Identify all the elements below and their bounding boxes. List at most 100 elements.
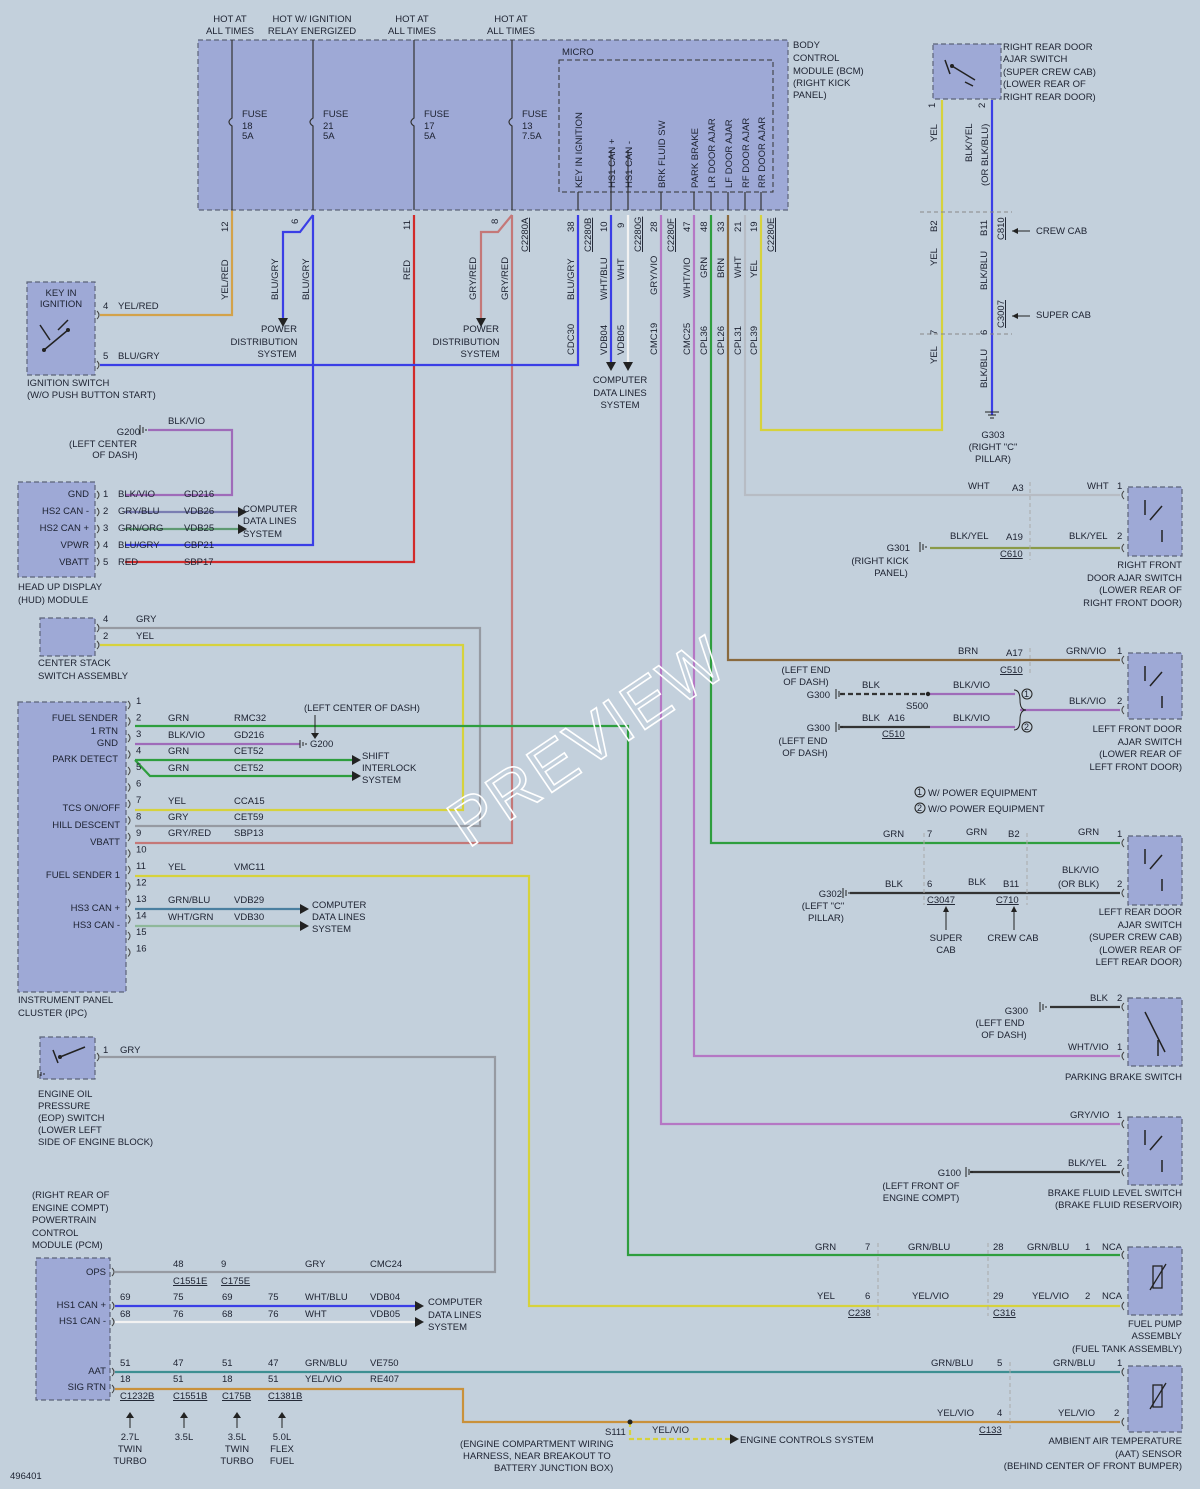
rr-yel-2: YEL xyxy=(929,248,940,266)
wire-blu-gry-hud xyxy=(125,215,315,547)
pcm-aat-0-4: GRN/BLU xyxy=(305,1358,347,1369)
lr-door-ajar-switch: GRN 7 GRN B2 GRN 1 BLK 6 BLK B11 BLK/VIO… xyxy=(802,827,1183,968)
lf-g300b-loc-1: (LEFT END xyxy=(779,736,828,747)
rr-crew: CREW CAB xyxy=(1036,226,1087,237)
bf-p2: 2 xyxy=(1117,1158,1122,1169)
bcm-pin-8: 8 xyxy=(490,219,501,224)
wire-wht-vio-pb xyxy=(692,215,1120,1058)
ckt-vdb04: VDB04 xyxy=(599,325,610,355)
lr-blkvio-1: BLK/VIO xyxy=(1062,865,1099,876)
conn-c2280g: C2280G xyxy=(633,217,644,252)
lr-name-2: AJAR SWITCH xyxy=(1118,920,1183,931)
aat-name-1: AMBIENT AIR TEMPERATURE xyxy=(1048,1436,1182,1447)
sig-key-in-ignition: KEY IN IGNITION xyxy=(574,112,585,188)
ipc-row-circuit-6: SBP13 xyxy=(234,828,264,839)
pcm-cdl-1: COMPUTER xyxy=(428,1297,483,1308)
hud-label-2: HS2 CAN + xyxy=(40,523,90,534)
ipc-row-wire-1: BLK/VIO xyxy=(168,730,205,741)
wires xyxy=(96,100,1125,1441)
css-wire-4: GRY xyxy=(136,614,157,625)
hot-label-4a: HOT AT xyxy=(494,14,528,25)
css-pin-4: 4 xyxy=(103,614,108,625)
lf-blkvio-a: BLK/VIO xyxy=(953,680,990,691)
rr-p6: 6 xyxy=(979,330,990,335)
fp-grnblu: GRN/BLU xyxy=(908,1242,950,1253)
note-2-num: 2 xyxy=(917,803,922,813)
fp-c238: C238 xyxy=(848,1308,871,1319)
lr-p2: 2 xyxy=(1117,879,1122,890)
note-1-num: 1 xyxy=(917,787,922,797)
pcm-can-1-0: 68 xyxy=(120,1309,131,1320)
pcm-ops: OPS xyxy=(86,1267,106,1278)
bcm-signals: KEY IN IGNITION HS1 CAN + HS1 CAN - BRK … xyxy=(574,112,768,188)
bcm-pin-48: 48 xyxy=(699,221,710,232)
s111-name: S111 xyxy=(605,1427,626,1438)
fp-name-3: (FUEL TANK ASSEMBLY) xyxy=(1072,1344,1182,1355)
pcm-conn-c1232b: C1232B xyxy=(120,1391,154,1402)
rf-blkyel: BLK/YEL xyxy=(950,531,989,542)
pcm-aat-0-1: 47 xyxy=(173,1358,184,1369)
rf-a19: A19 xyxy=(1006,532,1023,543)
ign-name-1: IGNITION SWITCH xyxy=(27,378,109,389)
hot-label-3b: ALL TIMES xyxy=(388,26,436,37)
ipc-1-rtn: 1 RTN xyxy=(91,726,118,737)
cdl-top-l2: DATA LINES xyxy=(593,388,647,399)
ignition-switch: KEY IN IGNITION 4 YEL/RED 5 BLU/GRY IGNI… xyxy=(26,281,160,401)
fuse-17-c: 5A xyxy=(424,131,436,142)
css-wire-2: YEL xyxy=(136,631,154,642)
rr-c3007: C3007 xyxy=(996,300,1007,328)
bf-loc-2: ENGINE COMPT) xyxy=(883,1193,960,1204)
bcm-pin-19: 19 xyxy=(749,221,760,232)
cdl-top-l3: SYSTEM xyxy=(600,400,639,411)
rf-name-1: RIGHT FRONT xyxy=(1117,560,1182,571)
wc-wht-2: WHT xyxy=(733,256,744,278)
rr-wire-1: YEL xyxy=(929,124,940,142)
ipc-pin-7: 7 xyxy=(136,795,141,806)
wire-yel-fuel-sender xyxy=(135,874,1120,1308)
lr-grn-2: GRN xyxy=(966,827,987,838)
pin-markers xyxy=(96,310,1125,1427)
bcm-circuits: CDC30 VDB04 VDB05 CMC19 CMC25 CPL36 CPL2… xyxy=(566,323,760,355)
lf-p2: 2 xyxy=(1117,696,1122,707)
lr-p7: 7 xyxy=(927,829,932,840)
hud-label-1: HS2 CAN - xyxy=(42,506,89,517)
lr-name-5: LEFT REAR DOOR) xyxy=(1096,957,1182,968)
fuse-18-a: FUSE xyxy=(242,109,267,120)
lr-b11: B11 xyxy=(1003,879,1019,890)
lf-name-4: LEFT FRONT DOOR) xyxy=(1089,762,1182,773)
pcm-engine-3-2: FUEL xyxy=(270,1456,294,1467)
css-name-2: SWITCH ASSEMBLY xyxy=(38,671,129,682)
hud-label-0: GND xyxy=(68,489,89,500)
lf-a17: A17 xyxy=(1006,648,1023,659)
fp-yelvio: YEL/VIO xyxy=(912,1291,949,1302)
ipc-name-2: CLUSTER (IPC) xyxy=(18,1008,87,1019)
ipc-shift-3: SYSTEM xyxy=(362,775,401,786)
ign-label-1: KEY IN xyxy=(46,288,77,299)
bcm-pin-10: 10 xyxy=(599,221,610,232)
lr-name-4: (LOWER REAR OF xyxy=(1099,945,1182,956)
wire-gry-vio-bf xyxy=(659,215,1120,1126)
fp-yelvio-2: YEL/VIO xyxy=(1032,1291,1069,1302)
s111-splice: S111 (ENGINE COMPARTMENT WIRING HARNESS,… xyxy=(460,1419,874,1474)
ipc-name-1: INSTRUMENT PANEL xyxy=(18,995,113,1006)
cdl-top-l1: COMPUTER xyxy=(593,375,648,386)
bcm-pin-28: 28 xyxy=(649,221,660,232)
pcm-can-1-3: 76 xyxy=(268,1309,279,1320)
lf-g300a: G300 xyxy=(807,690,830,701)
center-stack-switch: 4 GRY 2 YEL CENTER STACK SWITCH ASSEMBLY xyxy=(38,614,157,682)
ipc-row-circuit-5: CET59 xyxy=(234,812,264,823)
wire-grn-ipc-fuel xyxy=(135,724,1120,1257)
conn-c2280a: C2280A xyxy=(520,217,531,252)
hud-wire-2: GRN/ORG xyxy=(118,523,163,534)
rr-g303-loc-2: PILLAR) xyxy=(975,454,1011,465)
hud-wire-3: BLU/GRY xyxy=(118,540,160,551)
wire-wht-rf xyxy=(743,215,1120,497)
aat-name-3: (BEHIND CENTER OF FRONT BUMPER) xyxy=(1004,1461,1182,1472)
lf-s500: S500 xyxy=(906,701,928,712)
wire-yel-red-ign xyxy=(100,210,234,317)
lf-brn: BRN xyxy=(958,646,978,657)
conn-c2280f: C2280F xyxy=(666,218,677,252)
eop-name-3: (EOP) SWITCH xyxy=(38,1113,105,1124)
bcm-pin-6: 6 xyxy=(290,219,301,224)
pcm-aat-0-2: 51 xyxy=(222,1358,233,1369)
